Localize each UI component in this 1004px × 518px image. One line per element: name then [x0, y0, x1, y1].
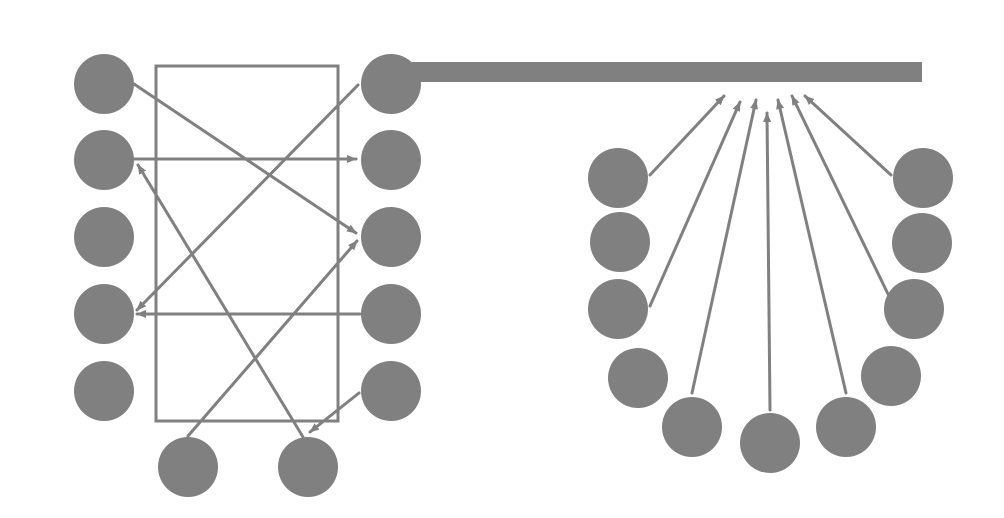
bottom-node	[278, 437, 338, 497]
left-column-node	[74, 130, 134, 190]
left-diagram	[74, 54, 421, 497]
arc-node	[590, 212, 650, 272]
left-frame-rect	[154, 64, 340, 423]
left-column-node	[74, 54, 134, 114]
left-column-node	[74, 284, 134, 344]
left-column-node	[74, 207, 134, 267]
arc-node	[892, 213, 952, 273]
right-column-node	[361, 130, 421, 190]
left-edge-c2-a2	[136, 163, 305, 439]
left-edge-b5-c2	[308, 391, 361, 434]
arrow-node-6	[763, 111, 772, 412]
right-column-node	[361, 207, 421, 267]
arrow-node-5	[690, 98, 758, 395]
left-edge-b1-a4	[135, 83, 360, 312]
arc-node	[588, 148, 648, 208]
right-diagram	[412, 62, 953, 473]
left-column-node	[74, 361, 134, 421]
right-column-node	[361, 54, 421, 114]
arc-node	[588, 279, 648, 339]
bottom-node	[158, 437, 218, 497]
arc-node	[740, 413, 800, 473]
right-column-node	[361, 361, 421, 421]
arc-node	[608, 348, 668, 408]
right-column-node	[361, 284, 421, 344]
arc-node	[662, 397, 722, 457]
top-bar	[412, 62, 922, 82]
arrow-node-11	[803, 94, 893, 177]
arrow-node-3	[648, 100, 742, 308]
arrow-node-1	[648, 94, 726, 177]
arc-node	[861, 346, 921, 406]
arc-node	[893, 148, 953, 208]
arc-node	[816, 397, 876, 457]
left-edge-c1-b3	[186, 239, 359, 438]
arrow-node-9	[790, 94, 890, 296]
arrow-node-7	[776, 98, 848, 395]
arc-node	[884, 279, 944, 339]
